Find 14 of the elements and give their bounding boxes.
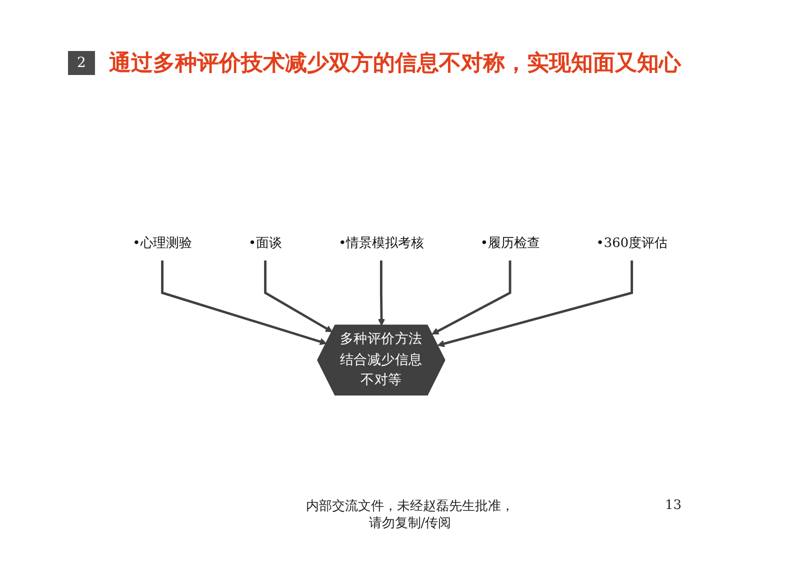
node-text: •360度评估 — [596, 234, 668, 250]
node-text: •情景模拟考核 — [338, 234, 424, 250]
arrow — [161, 260, 327, 346]
page-number: 13 — [665, 498, 682, 513]
node-text: •面谈 — [248, 234, 282, 250]
slide-title: 通过多种评价技术减少双方的信息不对称，实现知面又知心 — [108, 49, 681, 78]
arrow — [264, 260, 333, 332]
arrow — [432, 260, 512, 334]
footer-note: 内部交流文件，未经赵磊先生批准，请勿复制/传阅 — [305, 498, 515, 532]
arrow — [437, 260, 634, 348]
arrow — [378, 260, 386, 326]
section-number-badge: 2 — [68, 51, 95, 75]
node-text: •履历检查 — [480, 234, 540, 250]
node-text: •心理测验 — [132, 234, 192, 250]
